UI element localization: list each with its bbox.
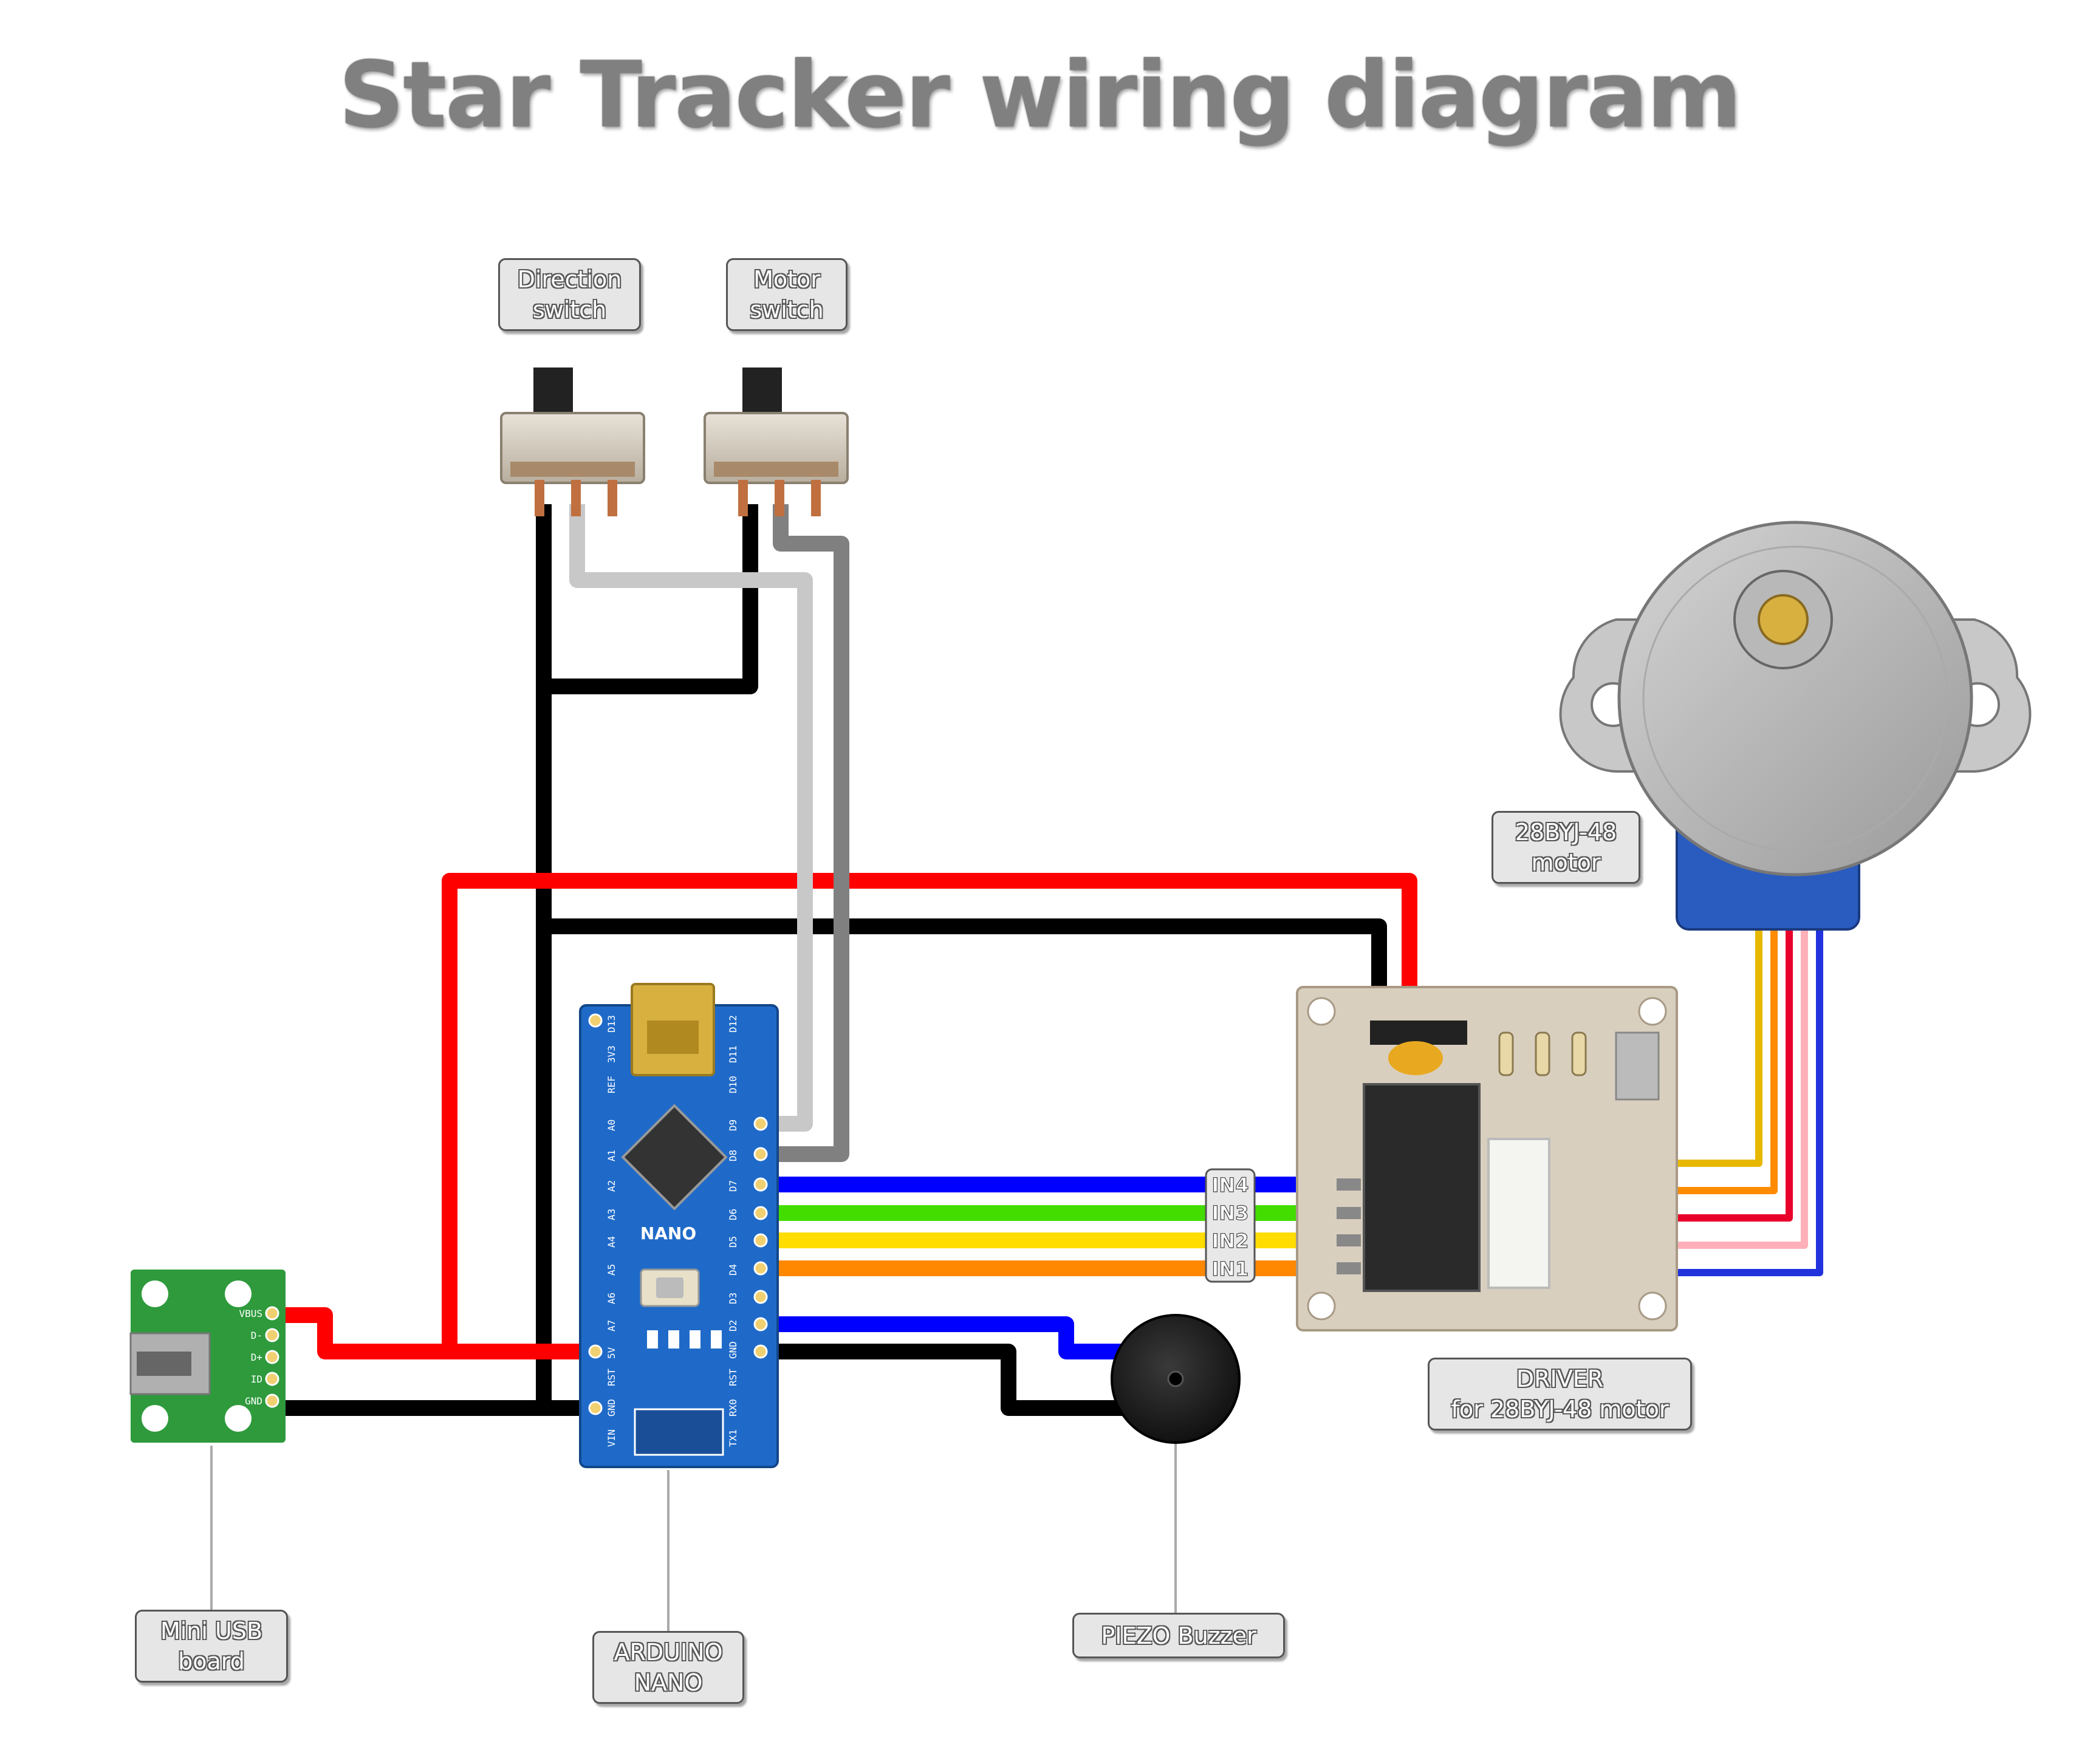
mini-usb-board: VBUS D- D+ ID GND <box>129 1270 286 1443</box>
nano-pin-gnd-left: GND <box>606 1399 617 1417</box>
label-mini-usb-line2: board <box>178 1648 245 1675</box>
driver-power-header <box>1370 1020 1467 1045</box>
label-motor-switch: Motor switch <box>726 258 848 331</box>
driver-resistors <box>1498 1031 1587 1076</box>
nano-leds <box>647 1330 722 1349</box>
nano-pin-a4: A4 <box>606 1236 617 1248</box>
wire-red-vbus <box>286 1307 592 1359</box>
driver-led-display <box>1615 1031 1660 1101</box>
label-motor-switch-line2: switch <box>750 296 824 323</box>
nano-pin-d8: D8 <box>727 1150 739 1161</box>
nano-pin-holes-right <box>753 1116 768 1359</box>
usb-pin-dminus: D- <box>251 1330 262 1341</box>
stepper-motor <box>1559 521 2032 931</box>
nano-pin-ref: REF <box>606 1076 617 1093</box>
leader-lines <box>210 1440 1177 1631</box>
usb-pin-dplus: D+ <box>251 1352 262 1363</box>
label-piezo-line1: PIEZO Buzzer <box>1101 1622 1256 1649</box>
label-driver: DRIVER for 28BYJ-48 motor <box>1428 1358 1692 1431</box>
nano-mcu-chip <box>621 1104 728 1211</box>
label-arduino-line2: NANO <box>634 1669 703 1696</box>
tag-in1: IN1 <box>1212 1257 1249 1280</box>
nano-pin-a2: A2 <box>606 1180 617 1192</box>
label-arduino-line1: ARDUINO <box>614 1639 723 1666</box>
label-mini-usb: Mini USB board <box>135 1610 288 1683</box>
motor-switch-knob <box>742 368 782 413</box>
label-motor: 28BYJ-48 motor <box>1492 811 1640 884</box>
page-title: Star Tracker wiring diagram <box>338 43 1741 148</box>
direction-switch-knob <box>533 368 573 413</box>
nano-pin-d9: D9 <box>727 1120 739 1131</box>
tag-in3: IN3 <box>1212 1202 1249 1225</box>
nano-pin-d13: D13 <box>606 1015 617 1033</box>
motor-body <box>1617 521 1973 877</box>
nano-pin-a3: A3 <box>606 1209 617 1220</box>
wire-darkgray-motor <box>750 504 849 1162</box>
piezo-buzzer-hole <box>1167 1370 1184 1387</box>
usb-pin-pads <box>265 1306 279 1408</box>
nano-pin-a7: A7 <box>606 1320 617 1332</box>
nano-pin-d10: D10 <box>727 1076 739 1093</box>
nano-pin-d11: D11 <box>727 1045 739 1063</box>
tag-in4: IN4 <box>1212 1174 1249 1197</box>
direction-switch <box>500 368 645 516</box>
label-mini-usb-line1: Mini USB <box>160 1618 263 1644</box>
driver-input-pins <box>1337 1178 1361 1274</box>
usb-pin-id: ID <box>251 1373 262 1385</box>
wire-lightgray-direction <box>569 504 813 1132</box>
arduino-nano-board: NANO D1 <box>579 983 779 1468</box>
usb-pin-vbus: VBUS <box>239 1308 262 1319</box>
nano-pin-a6: A6 <box>606 1293 617 1304</box>
driver-uln2003-chip <box>1363 1083 1481 1292</box>
wire-red-driver-vcc <box>442 873 1417 1352</box>
nano-pin-rx0: RX0 <box>727 1399 739 1417</box>
driver-input-tags: IN4 IN3 IN2 IN1 <box>1205 1168 1256 1283</box>
nano-pin-rst-left: RST <box>606 1369 617 1386</box>
label-driver-line1: DRIVER <box>1516 1366 1604 1392</box>
nano-pin-holes-left <box>588 1013 603 1415</box>
nano-pin-d5: D5 <box>727 1236 739 1248</box>
label-direction-switch-line1: Direction <box>517 266 622 293</box>
nano-pin-gnd-right: GND <box>727 1341 739 1359</box>
nano-pin-a1: A1 <box>606 1150 617 1161</box>
wire-black-switch-link <box>544 504 758 694</box>
label-direction-switch: Direction switch <box>498 258 641 331</box>
nano-pin-5v: 5V <box>606 1347 617 1359</box>
nano-pin-d4: D4 <box>727 1264 739 1276</box>
wire-blue-buzzer <box>750 1316 1127 1359</box>
nano-pin-tx1: TX1 <box>727 1429 739 1447</box>
label-driver-line2: for 28BYJ-48 motor <box>1451 1396 1669 1423</box>
nano-pin-d12: D12 <box>727 1015 739 1033</box>
nano-pin-rst-right: RST <box>727 1369 739 1386</box>
label-direction-switch-line2: switch <box>532 296 607 323</box>
label-motor-line1: 28BYJ-48 <box>1515 819 1617 846</box>
motor-switch <box>704 368 849 516</box>
nano-pin-a5: A5 <box>606 1264 617 1276</box>
usb-pin-gnd: GND <box>245 1395 262 1407</box>
nano-pin-d7: D7 <box>727 1180 739 1192</box>
driver-board <box>1296 986 1678 1332</box>
nano-pin-a0: A0 <box>606 1120 617 1131</box>
label-motor-switch-line1: Motor <box>753 266 820 293</box>
driver-motor-connector <box>1487 1138 1550 1289</box>
motor-shaft <box>1758 594 1809 645</box>
nano-pin-3v3: 3V3 <box>606 1045 617 1063</box>
label-piezo: PIEZO Buzzer <box>1072 1613 1285 1658</box>
nano-pin-d2: D2 <box>727 1320 739 1332</box>
label-arduino: ARDUINO NANO <box>592 1631 744 1704</box>
nano-board-text: NANO <box>640 1223 696 1243</box>
tag-in2: IN2 <box>1212 1229 1249 1253</box>
nano-pin-d6: D6 <box>727 1209 739 1220</box>
nano-pin-d3: D3 <box>727 1293 739 1304</box>
driver-capacitor <box>1388 1041 1443 1075</box>
label-motor-line2: motor <box>1531 849 1601 876</box>
piezo-buzzer <box>1111 1314 1241 1444</box>
wire-black-buzzer <box>750 1344 1127 1416</box>
nano-pin-vin: VIN <box>606 1429 617 1447</box>
